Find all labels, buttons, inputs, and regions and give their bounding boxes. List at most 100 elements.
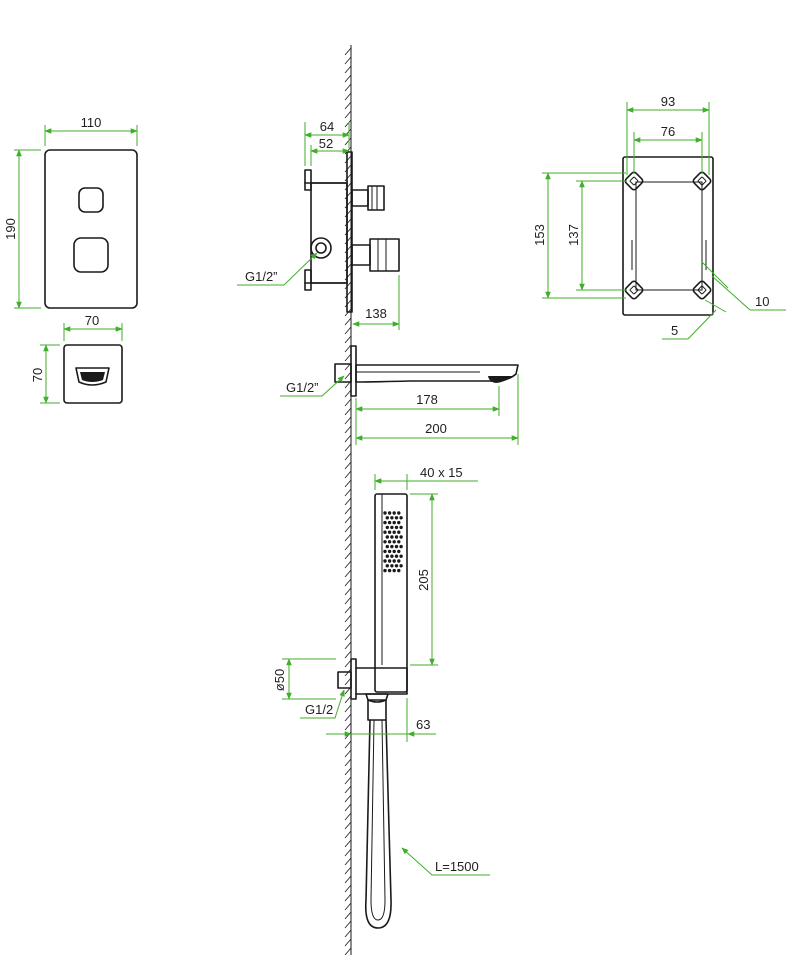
spray-nozzle [394, 564, 399, 568]
small-plate-view: 70 70 [30, 313, 123, 404]
spray-nozzle [394, 544, 399, 549]
cover-plate-view: 110 190 [3, 115, 138, 309]
spray-nozzle [387, 540, 392, 544]
dim-spout-length: 200 [425, 421, 447, 436]
hatch-line [344, 272, 352, 281]
hatch-line [344, 389, 352, 398]
hatch-line [344, 65, 352, 74]
hatch-line [344, 506, 352, 515]
hatch-line [344, 911, 352, 920]
handset-spray-face [383, 511, 403, 573]
hatch-line [344, 200, 352, 209]
spray-nozzle [397, 549, 401, 554]
spray-nozzle [399, 525, 403, 530]
spray-nozzle [383, 520, 387, 525]
hatch-line [344, 290, 352, 299]
hatch-line [344, 344, 352, 353]
hatch-line [344, 920, 352, 929]
spout-view: G1/2” 178 200 [280, 345, 519, 445]
spray-nozzle [385, 544, 389, 549]
dim-small-height: 70 [30, 368, 45, 382]
hatch-line [344, 587, 352, 596]
hatch-line [344, 254, 352, 263]
hatch-line [344, 335, 352, 344]
hatch-line [344, 866, 352, 875]
hatch-line [344, 731, 352, 740]
hatch-line [344, 893, 352, 902]
handset-body [374, 493, 408, 693]
hatch-line [344, 578, 352, 587]
spray-nozzle [390, 535, 394, 539]
hatch-line [344, 119, 352, 128]
hatch-line [344, 497, 352, 506]
hatch-line [344, 416, 352, 425]
spray-nozzle [387, 549, 392, 554]
wall [344, 45, 352, 956]
hatch-line [344, 164, 352, 173]
spray-nozzle [399, 544, 403, 549]
hatch-line [344, 479, 352, 488]
spray-nozzle [390, 554, 394, 558]
small-plate [63, 344, 123, 404]
hatch-line [344, 488, 352, 497]
hatch-line [344, 758, 352, 767]
hatch-line [344, 749, 352, 758]
spray-nozzle [385, 525, 389, 530]
hatch-line [344, 317, 352, 326]
spray-nozzle [394, 554, 399, 558]
label-spout-thread: G1/2” [286, 380, 319, 395]
hatch-line [344, 533, 352, 542]
spray-nozzle [397, 530, 401, 534]
hatch-line [344, 74, 352, 83]
embedded-box-view: 64 52 G1/2” 138 [237, 119, 400, 330]
spray-nozzle [387, 568, 392, 573]
hatch-line [344, 569, 352, 578]
hatch-line [344, 713, 352, 722]
spray-nozzle [397, 540, 401, 544]
hatch-line [344, 722, 352, 731]
spray-nozzle [385, 535, 389, 539]
dim-small-width: 70 [85, 313, 99, 328]
small-plate-outlet-inner [80, 372, 105, 382]
hatch-line [344, 884, 352, 893]
dim-frame-height-inner: 137 [566, 224, 581, 246]
hatch-line [344, 632, 352, 641]
dim-valve-projection: 138 [365, 306, 387, 321]
spray-nozzle [392, 530, 396, 534]
frame-outer [622, 156, 714, 316]
hatch-line [344, 659, 352, 668]
small-plate-outlet [75, 367, 110, 386]
spray-nozzle [387, 559, 392, 563]
hatch-line [344, 704, 352, 713]
hatch-line [344, 155, 352, 164]
dim-frame-hole: 10 [755, 294, 769, 309]
spray-nozzle [383, 568, 387, 573]
valve-top [351, 189, 369, 207]
spray-nozzle [399, 554, 403, 558]
hatch-line [344, 767, 352, 776]
spray-nozzle [397, 511, 401, 515]
hatch-line [344, 452, 352, 461]
spray-nozzle [383, 540, 387, 544]
hatch-line [344, 830, 352, 839]
hatch-line [344, 470, 352, 479]
hatch-line [344, 47, 352, 56]
spray-nozzle [387, 511, 392, 515]
spray-nozzle [383, 559, 387, 563]
spray-nozzle [387, 530, 392, 534]
hatch-line [344, 425, 352, 434]
dim-frame-slot: 5 [671, 323, 678, 338]
outlet-flange [350, 658, 357, 700]
hatch-line [344, 83, 352, 92]
hatch-line [344, 371, 352, 380]
hatch-line [344, 677, 352, 686]
frame-corner-holes [624, 171, 712, 300]
outlet-holder [355, 667, 408, 695]
spout-body [355, 364, 519, 383]
box-flange-top [304, 169, 312, 191]
hatch-line [344, 902, 352, 911]
hatch-line [344, 56, 352, 65]
spout-base [334, 363, 352, 383]
dim-handset-height: 205 [416, 569, 431, 591]
